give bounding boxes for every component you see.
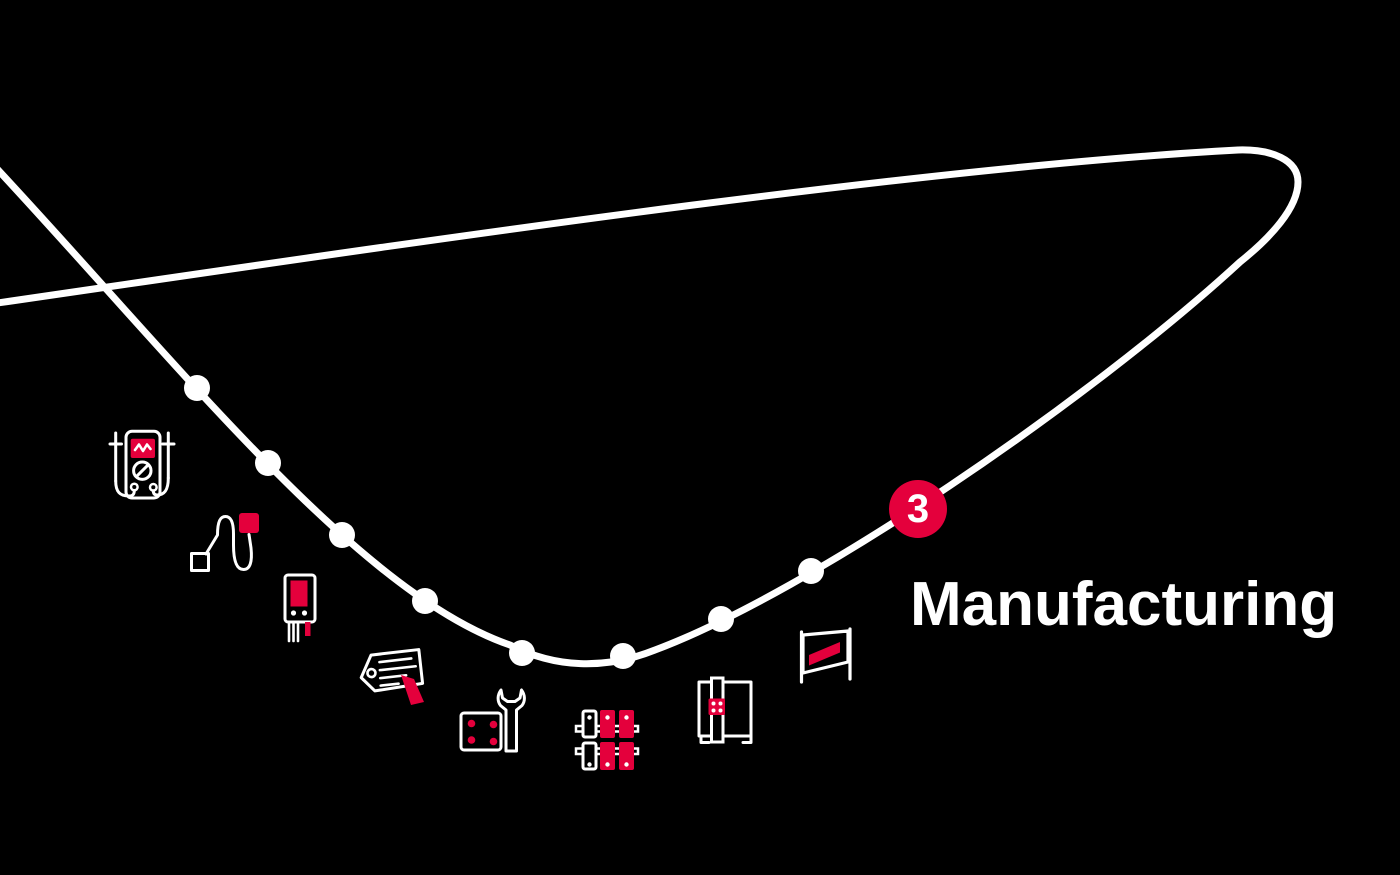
- milestone-dot: [329, 522, 355, 548]
- milestone-dot: [255, 450, 281, 476]
- transistor-icon: [283, 573, 317, 643]
- processing-machine-icon: [697, 676, 753, 744]
- milestone-dot: [708, 606, 734, 632]
- milestone-dot: [798, 558, 824, 584]
- curve-line: [0, 146, 1302, 668]
- milestone-dot: [509, 640, 535, 666]
- milestone-dot: [610, 643, 636, 669]
- label-tag-marker-icon: [359, 648, 425, 705]
- cable-connector-icon: [190, 513, 259, 572]
- signboard-icon: [799, 627, 852, 684]
- stage-badge[interactable]: 3: [889, 480, 947, 538]
- milestone-dot: [184, 375, 210, 401]
- stage-number: 3: [906, 487, 930, 531]
- multimeter-icon: [108, 429, 176, 500]
- milestone-dots: [184, 375, 824, 669]
- chain-links-icon: [574, 709, 640, 771]
- plate-and-wrench-icon: [459, 688, 526, 753]
- milestone-dot: [412, 588, 438, 614]
- stage-label[interactable]: Manufacturing: [910, 570, 1338, 639]
